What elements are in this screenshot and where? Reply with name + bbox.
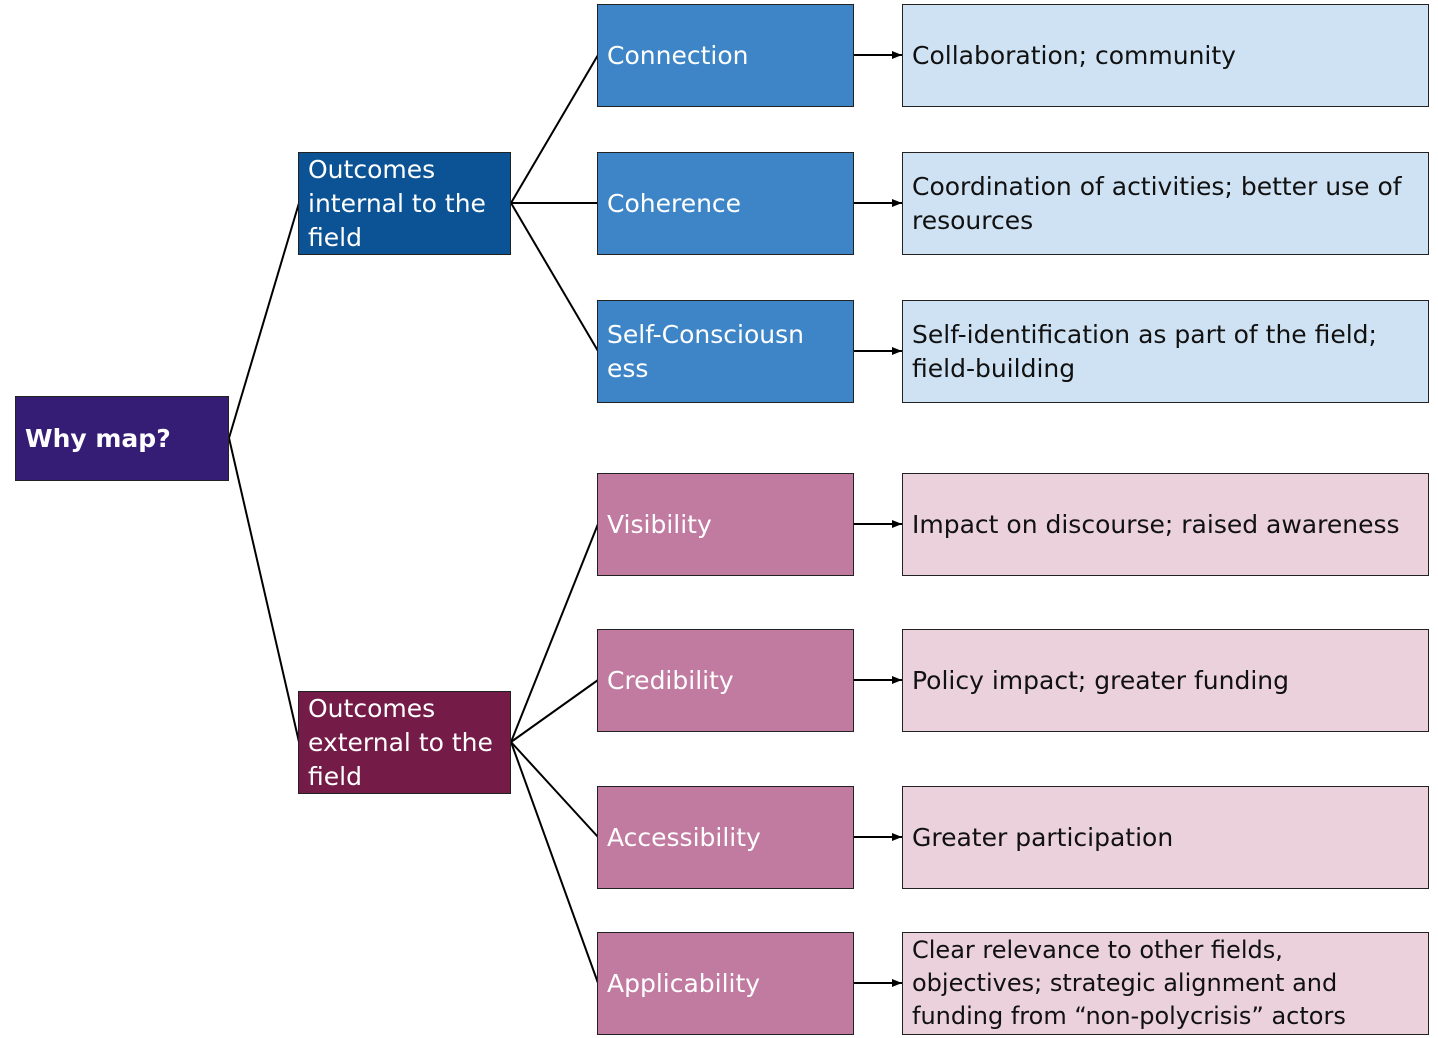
outcome-coherence: Coordination of activities; better use o… xyxy=(902,152,1429,255)
group-external-label: Outcomes external to the field xyxy=(308,693,493,791)
item-connection: Connection xyxy=(597,4,854,107)
item-label: Visibility xyxy=(607,509,712,539)
outcome-credibility: Policy impact; greater funding xyxy=(902,629,1429,732)
item-label: Accessibility xyxy=(607,822,761,852)
group-external: Outcomes external to the field xyxy=(298,691,511,794)
edge-internal-connection xyxy=(510,54,599,204)
edge-internal-selfconsciousness xyxy=(510,202,599,352)
item-label: Credibility xyxy=(607,665,734,695)
outcome-connection: Collaboration; community xyxy=(902,4,1429,107)
outcome-text: Impact on discourse; raised awareness xyxy=(912,509,1400,539)
item-label: Self-Consciousness xyxy=(607,319,804,383)
outcome-text: Greater participation xyxy=(912,822,1174,852)
outcome-text: Policy impact; greater funding xyxy=(912,665,1289,695)
group-internal-label: Outcomes internal to the field xyxy=(308,154,486,252)
outcome-accessibility: Greater participation xyxy=(902,786,1429,889)
root-node: Why map? xyxy=(15,396,229,481)
item-credibility: Credibility xyxy=(597,629,854,732)
item-self-consciousness: Self-Consciousness xyxy=(597,300,854,403)
item-label: Applicability xyxy=(607,968,761,998)
group-internal: Outcomes internal to the field xyxy=(298,152,511,255)
outcome-text: Clear relevance to other fields, objecti… xyxy=(912,936,1346,1030)
edge-external-visibility xyxy=(510,523,599,743)
outcome-visibility: Impact on discourse; raised awareness xyxy=(902,473,1429,576)
item-visibility: Visibility xyxy=(597,473,854,576)
item-accessibility: Accessibility xyxy=(597,786,854,889)
edge-root-internal xyxy=(228,202,300,439)
item-label: Coherence xyxy=(607,188,742,218)
root-label: Why map? xyxy=(25,423,171,453)
edge-external-accessibility xyxy=(510,741,599,838)
outcome-text: Coordination of activities; better use o… xyxy=(912,171,1402,235)
edge-external-applicability xyxy=(510,741,599,984)
outcome-applicability: Clear relevance to other fields, objecti… xyxy=(902,932,1429,1035)
edge-external-credibility xyxy=(510,679,599,743)
edge-root-external xyxy=(228,437,300,743)
item-coherence: Coherence xyxy=(597,152,854,255)
outcome-text: Self-identification as part of the field… xyxy=(912,319,1377,383)
item-label: Connection xyxy=(607,40,749,70)
item-applicability: Applicability xyxy=(597,932,854,1035)
outcome-text: Collaboration; community xyxy=(912,40,1236,70)
outcome-self-consciousness: Self-identification as part of the field… xyxy=(902,300,1429,403)
